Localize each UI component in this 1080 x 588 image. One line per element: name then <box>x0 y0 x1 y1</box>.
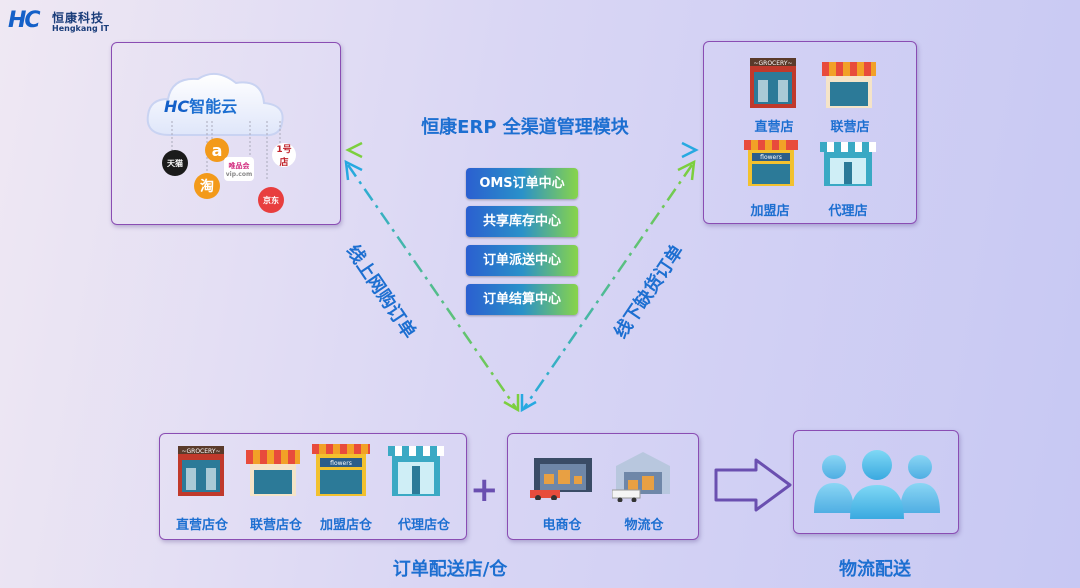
store-label-joint: 联营店 <box>830 120 870 135</box>
cloud-brand: HC智能云 <box>164 97 238 116</box>
store-sign: ~GROCERY~ <box>753 60 792 67</box>
module-order-dispatch-center[interactable]: 订单派送中心 <box>466 245 578 276</box>
module-shared-inventory-center[interactable]: 共享库存中心 <box>466 206 578 237</box>
jd-badge: 京东 <box>258 187 284 213</box>
yhd-badge: 1号店 <box>272 143 296 168</box>
logo-mark: HC <box>8 8 41 33</box>
logistics-delivery-label: 物流配送 <box>839 559 911 580</box>
logo-english-name: Hengkang IT <box>52 24 109 33</box>
customers-panel <box>793 430 959 534</box>
cloud-icon <box>146 72 284 137</box>
store-warehouse-panel: ~GROCERY~ flowers 直营店仓 联营店仓 加盟店仓 代理店仓 <box>159 433 467 540</box>
warehouse-label-logistics: 物流仓 <box>624 518 664 533</box>
warehouse-icon-direct: ~GROCERY~ <box>174 442 228 502</box>
warehouse-icon-franchise: flowers <box>310 442 372 502</box>
users-group-icon <box>814 450 940 519</box>
company-logo: HC 恒康科技 Hengkang IT <box>8 8 138 36</box>
warehouse-label-direct: 直营店仓 <box>175 518 228 533</box>
logistics-warehouse-icon <box>611 446 674 506</box>
store-icon-joint <box>820 54 878 114</box>
store-icon-direct: ~GROCERY~ <box>746 54 800 114</box>
top-double-arrow <box>345 141 699 159</box>
store-icon-agency <box>818 138 878 192</box>
module-order-settlement-center[interactable]: 订单结算中心 <box>466 284 578 315</box>
store-sign: flowers <box>760 154 782 161</box>
warehouse-icon-joint <box>244 442 302 502</box>
tmall-badge: 天猫 <box>162 150 188 176</box>
store-label-direct: 直营店 <box>754 120 794 135</box>
warehouse-icon-agency <box>386 442 446 502</box>
plus-sign: + <box>470 470 499 510</box>
warehouse-label-franchise: 加盟店仓 <box>319 518 372 533</box>
store-label-agency: 代理店 <box>828 204 868 219</box>
warehouse-panel: 电商仓 物流仓 <box>507 433 699 540</box>
warehouse-label-agency: 代理店仓 <box>397 518 450 533</box>
delivery-store-warehouse-label: 订单配送店/仓 <box>392 559 508 580</box>
left-diagonal-arrow <box>344 159 520 413</box>
delivery-arrow-icon <box>714 458 792 512</box>
right-diagonal-arrow <box>520 159 696 413</box>
store-label-franchise: 加盟店 <box>750 204 790 219</box>
module-oms-order-center[interactable]: OMS订单中心 <box>466 168 578 199</box>
erp-module-title: 恒康ERP 全渠道管理模块 <box>421 117 629 138</box>
warehouse-label-joint: 联营店仓 <box>249 518 302 533</box>
store-sign: flowers <box>330 460 352 467</box>
store-types-panel: ~GROCERY~ flowers 直营店 联营店 加盟店 代理店 <box>703 41 917 224</box>
ecommerce-warehouse-icon <box>530 450 596 504</box>
logo-chinese-name: 恒康科技 <box>52 11 105 25</box>
store-sign: ~GROCERY~ <box>181 448 220 455</box>
store-icon-franchise: flowers <box>742 138 800 192</box>
taobao-badge: 淘 <box>194 173 220 199</box>
warehouse-label-ecommerce: 电商仓 <box>542 518 582 533</box>
